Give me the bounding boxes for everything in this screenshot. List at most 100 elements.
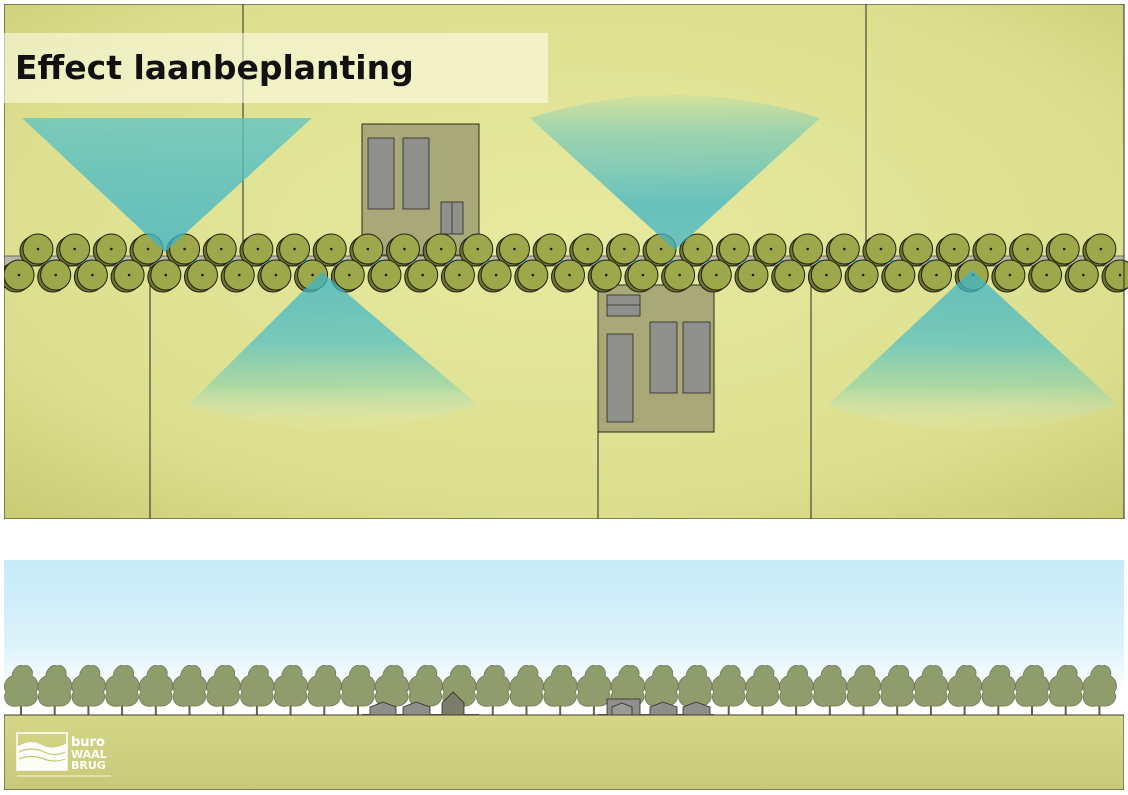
logo-mark [16, 732, 68, 771]
tree-icon [1101, 259, 1128, 293]
barn-roof [606, 333, 634, 423]
tree-icon [913, 665, 949, 715]
tree-icon [239, 233, 274, 267]
tree-icon [981, 665, 1016, 715]
title-box: Effect laanbeplanting [4, 33, 548, 103]
tree-icon [386, 233, 420, 267]
tree-icon [1015, 665, 1050, 715]
tree-icon [440, 259, 475, 293]
view-cone [22, 118, 312, 252]
tree-icon [576, 665, 612, 715]
tree-icon [569, 233, 604, 267]
tree-icon [312, 233, 347, 267]
tree-icon [147, 259, 182, 293]
ground [4, 714, 1124, 790]
section-tree-row [4, 665, 1117, 715]
tree-icon [37, 665, 73, 715]
logo-text: buro [71, 735, 105, 750]
tree-icon [587, 259, 622, 293]
tree-icon [679, 233, 714, 267]
tree-icon [239, 665, 275, 715]
tree-icon [459, 233, 494, 267]
tree-icon [1082, 665, 1117, 715]
tree-icon [202, 233, 237, 267]
tree-icon [330, 259, 365, 293]
tree-icon [543, 665, 578, 715]
tree-icon [1048, 665, 1084, 715]
tree-icon [206, 665, 241, 715]
barn-roof [649, 321, 678, 394]
tree-icon [1045, 233, 1080, 267]
tree-icon [1028, 259, 1063, 293]
tree-icon [752, 233, 787, 267]
tree-icon [73, 259, 108, 293]
tree-icon [825, 233, 860, 267]
tree-icon [341, 665, 376, 715]
tree-icon [514, 259, 549, 293]
tree-icon [715, 233, 750, 267]
tree-icon [138, 665, 174, 715]
view-cone [530, 95, 820, 250]
tree-icon [624, 259, 659, 293]
tree-icon [349, 233, 384, 267]
tree-icon [92, 233, 127, 267]
barn-roof [402, 137, 430, 210]
tree-icon [4, 259, 35, 293]
tree-icon [477, 259, 512, 293]
tree-icon [19, 233, 54, 267]
tree-icon [422, 233, 457, 267]
barn-roof [367, 137, 395, 210]
tree-icon [307, 665, 342, 715]
logo-text: BRUG [71, 759, 106, 772]
tree-icon [734, 259, 769, 293]
tree-icon [257, 259, 292, 293]
tree-icon [881, 259, 916, 293]
tree-icon [711, 665, 747, 715]
tree-icon [844, 259, 879, 293]
tree-icon [812, 665, 848, 715]
tree-icon [532, 233, 567, 267]
tree-icon [184, 259, 218, 293]
barn-roof [682, 321, 711, 394]
tree-icon [972, 233, 1007, 267]
building-icon [597, 284, 715, 433]
tree-icon [1082, 233, 1117, 267]
tree-icon [367, 259, 402, 293]
tree-icon [495, 233, 530, 267]
tree-icon [273, 665, 309, 715]
tree-icon [771, 259, 806, 293]
tree-icon [661, 259, 696, 293]
view-cone [188, 272, 478, 429]
tree-icon [509, 665, 544, 715]
logo-text: WAAL [71, 748, 107, 761]
section-view: buro WAAL BRUG [4, 560, 1124, 790]
tree-icon [807, 259, 842, 293]
tree-icon [220, 259, 255, 293]
tree-icon [404, 259, 439, 293]
tree-icon [918, 259, 952, 293]
page-title: Effect laanbeplanting [15, 48, 414, 87]
tree-icon [71, 665, 106, 715]
view-cones [22, 95, 1118, 431]
tree-icon [862, 233, 897, 267]
plan-view [4, 4, 1128, 519]
tree-icon [745, 665, 780, 715]
house-roof [606, 294, 641, 317]
building-icon [361, 123, 480, 256]
tree-icon [935, 233, 970, 267]
tree-icon [1064, 259, 1099, 293]
tree-icon [4, 665, 39, 715]
tree-icon [105, 665, 140, 715]
tree-icon [789, 233, 824, 267]
tree-icon [172, 665, 207, 715]
buro-waalbrug-logo: buro WAAL BRUG [16, 732, 111, 777]
view-cone [828, 270, 1118, 431]
tree-icon [899, 233, 934, 267]
tree-icon [846, 665, 881, 715]
tree-icon [475, 665, 511, 715]
tree-icon [1009, 233, 1044, 267]
plan-frame [4, 4, 1125, 519]
tree-icon [991, 259, 1026, 293]
